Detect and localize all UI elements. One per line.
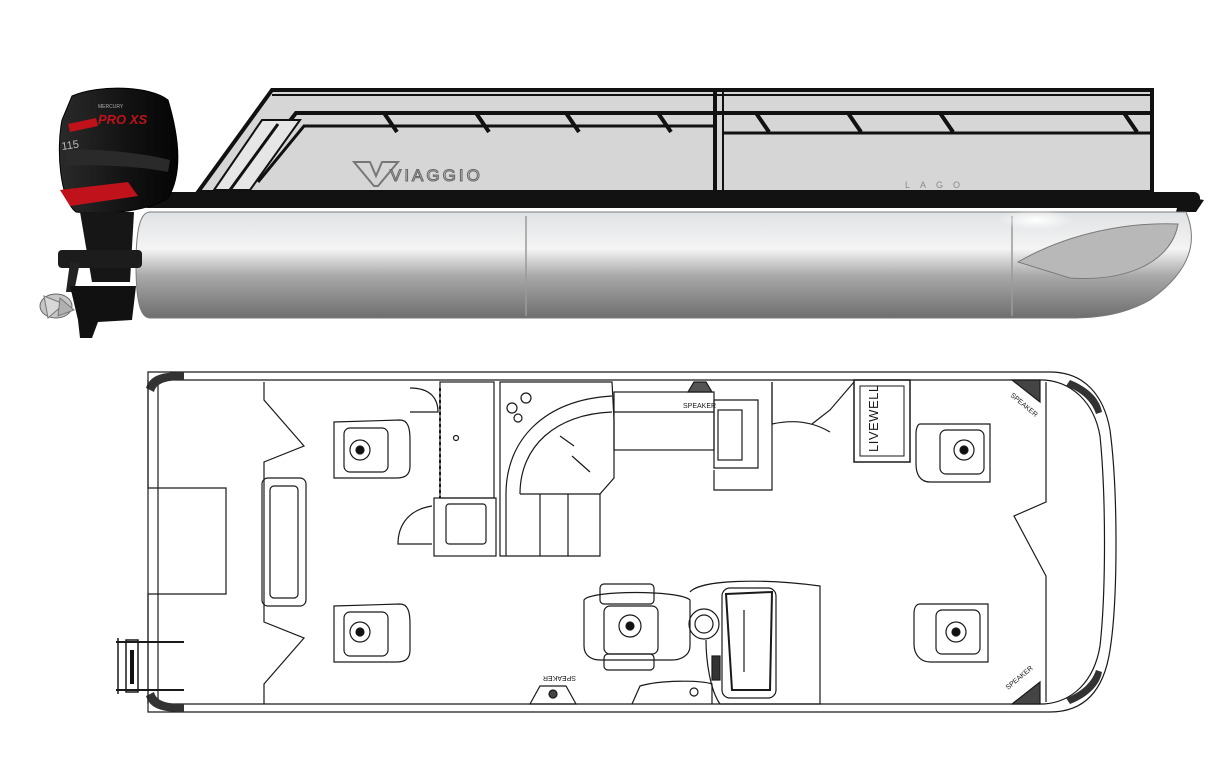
deck-outline	[147, 371, 1117, 713]
helm-console	[631, 580, 821, 705]
viaggio-logo: VIAGGIO	[351, 161, 483, 187]
stern-bench	[261, 477, 307, 607]
speaker-bow-bottom-label: SPEAKER	[1005, 665, 1035, 692]
helm-seat	[583, 583, 691, 671]
bow-seat-top	[915, 423, 991, 483]
speaker-top: SPEAKER	[683, 381, 716, 410]
livewell: LIVEWELL	[853, 379, 911, 463]
swim-ladder	[116, 638, 184, 694]
boat-side-profile: VIAGGIO LAGO MERCURY PRO XS 115	[39, 87, 1204, 338]
bow-seat-bottom	[913, 603, 989, 663]
bow-cap	[1176, 196, 1204, 212]
lounge-seating	[499, 381, 773, 557]
speaker-bottom: SPEAKER	[528, 674, 578, 705]
boat-floor-plan: SPEAKER SPEAKER	[116, 371, 1117, 713]
storage-console	[397, 381, 497, 557]
speaker-bottom-label: SPEAKER	[543, 674, 576, 681]
aft-seat-top	[333, 419, 411, 479]
motor-red-accent	[60, 182, 138, 206]
speaker-top-label: SPEAKER	[683, 403, 716, 410]
model-text: LAGO	[905, 180, 970, 190]
aft-seat-bottom	[333, 603, 411, 663]
motor-series-text: PRO XS	[98, 112, 147, 127]
speaker-bow-bottom: SPEAKER	[1005, 665, 1041, 705]
motor-hp-text: 115	[61, 139, 80, 153]
outboard-motor: MERCURY PRO XS 115	[39, 87, 179, 338]
motor-brand-text: MERCURY	[98, 104, 124, 110]
deck-rail	[142, 192, 1200, 208]
fence-line	[157, 379, 1106, 705]
livewell-label: LIVEWELL	[866, 384, 881, 452]
pontoon-tube	[135, 210, 1192, 319]
fence-panel: VIAGGIO LAGO	[194, 88, 1154, 194]
brand-logo-text: VIAGGIO	[390, 166, 483, 185]
speaker-bow-top: SPEAKER	[1009, 379, 1041, 419]
